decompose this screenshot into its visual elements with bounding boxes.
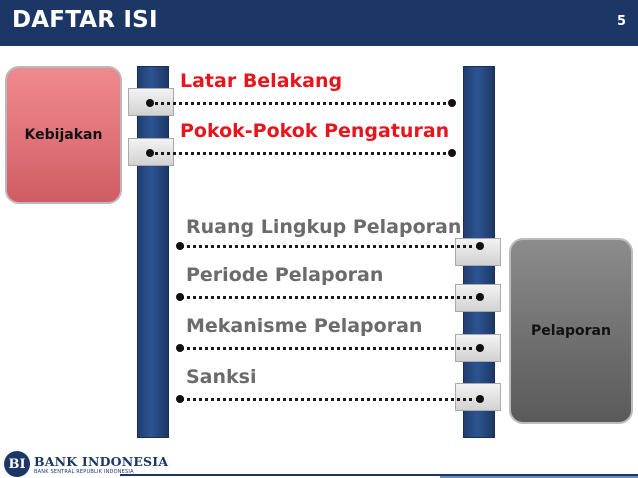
dotted-line-2 (150, 152, 452, 155)
item-ruang-lingkup[interactable]: Ruang Lingkup Pelaporan (186, 216, 462, 238)
dotted-line-6 (180, 398, 480, 401)
item-pokok-pengaturan[interactable]: Pokok-Pokok Pengaturan (180, 120, 450, 142)
dot-2-end (448, 149, 456, 157)
page-title: DAFTAR ISI (12, 7, 158, 33)
dot-6-end (476, 395, 484, 403)
dotted-line-3 (180, 245, 480, 248)
item-sanksi[interactable]: Sanksi (186, 366, 257, 388)
item-periode[interactable]: Periode Pelaporan (186, 264, 384, 286)
dot-1-start (146, 99, 154, 107)
dot-4-end (476, 293, 484, 301)
item-latar-belakang[interactable]: Latar Belakang (180, 70, 343, 92)
dot-3-end (476, 242, 484, 250)
left-vertical-bar (137, 66, 169, 438)
dot-5-end (476, 344, 484, 352)
item-mekanisme[interactable]: Mekanisme Pelaporan (186, 315, 423, 337)
dotted-line-4 (180, 296, 480, 299)
footer-bank-name: BANK INDONESIA (34, 454, 169, 469)
pelaporan-label: Pelaporan (531, 323, 611, 339)
footer-rule-accent (440, 476, 638, 478)
footer-bank-subtitle: BANK SENTRAL REPUBLIK INDONESIA (34, 469, 134, 475)
dotted-line-5 (180, 347, 480, 350)
bank-indonesia-logo-icon: BI (4, 451, 30, 477)
dot-3-start (176, 242, 184, 250)
pelaporan-box: Pelaporan (509, 238, 633, 424)
header-bar: DAFTAR ISI 5 (0, 0, 638, 46)
dot-1-end (448, 99, 456, 107)
dot-4-start (176, 293, 184, 301)
dotted-line-1 (150, 102, 452, 105)
kebijakan-label: Kebijakan (24, 127, 103, 143)
right-connector-1 (455, 238, 501, 266)
dot-6-start (176, 395, 184, 403)
page-number: 5 (616, 14, 626, 29)
dot-2-start (146, 149, 154, 157)
footer-rule (120, 474, 638, 476)
kebijakan-box: Kebijakan (5, 66, 122, 204)
dot-5-start (176, 344, 184, 352)
